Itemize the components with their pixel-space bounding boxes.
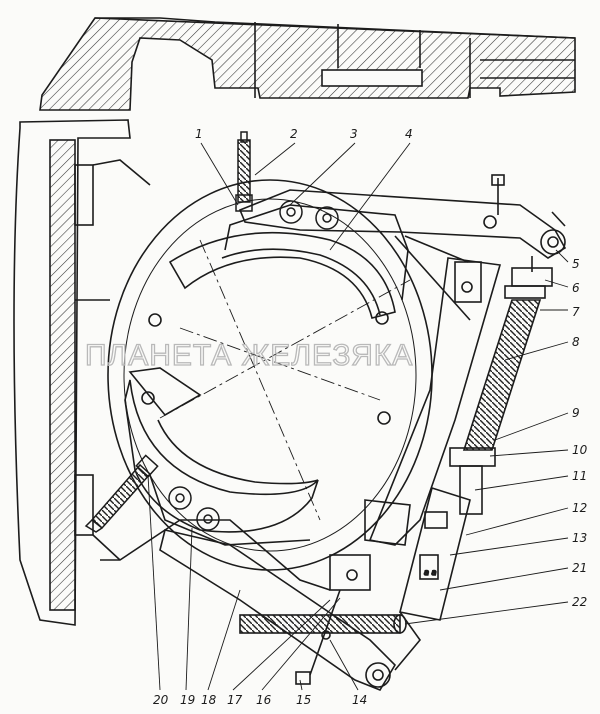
callout-6: 6 <box>572 281 580 295</box>
callout-5: 5 <box>572 257 580 271</box>
callout-15: 15 <box>296 693 311 707</box>
brake-drum <box>107 179 433 571</box>
adjuster-bolt-top <box>235 131 253 212</box>
callout-21: 21 <box>572 561 587 575</box>
callout-17: 17 <box>227 693 243 707</box>
spring-assembly <box>449 256 553 515</box>
callout-18: 18 <box>201 693 217 707</box>
upper-lever <box>238 174 567 259</box>
callout-14: 14 <box>352 693 367 707</box>
housing-left-frame <box>13 119 151 626</box>
callout-2: 2 <box>290 127 298 141</box>
leader-lines <box>147 142 569 691</box>
svg-text:a a: a a <box>424 568 436 577</box>
callout-4: 4 <box>405 127 413 141</box>
callout-22: 22 <box>572 595 587 609</box>
adjuster-bolt-left <box>84 454 159 533</box>
callout-20: 20 <box>153 693 169 707</box>
callout-19: 19 <box>180 693 195 707</box>
lower-lever <box>159 529 407 691</box>
callout-11: 11 <box>572 469 587 483</box>
shoe-pins <box>168 200 339 531</box>
callout-7: 7 <box>572 305 580 319</box>
callout-13: 13 <box>572 531 587 545</box>
callout-9: 9 <box>572 406 580 420</box>
callout-3: 3 <box>350 127 358 141</box>
upper-brake-shoe <box>168 204 409 319</box>
callout-8: 8 <box>572 335 580 349</box>
housing-top <box>39 17 576 111</box>
watermark-text: ПЛАНЕТА ЖЕЛЕЗЯКА <box>85 339 413 372</box>
cylinder-body: a a <box>394 486 471 671</box>
callout-12: 12 <box>572 501 587 515</box>
link-rod <box>368 235 502 546</box>
callout-1: 1 <box>195 127 203 141</box>
base-structure <box>100 499 411 591</box>
callout-labels: 1 2 3 4 5 6 7 8 9 10 11 12 13 21 22 14 1… <box>153 127 588 707</box>
callout-10: 10 <box>572 443 588 457</box>
callout-16: 16 <box>256 693 272 707</box>
lower-brake-shoe <box>124 367 319 546</box>
